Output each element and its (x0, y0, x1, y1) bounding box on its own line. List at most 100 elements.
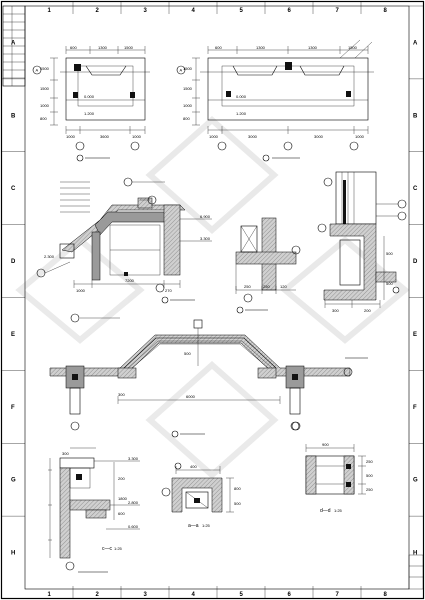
row-label-left: F (11, 405, 15, 411)
plan-right-dim-left-3: 1000 (183, 103, 193, 108)
plan-left-dim-left-4: 800 (40, 116, 47, 121)
section-a-dim-2: 800 (234, 486, 241, 491)
row-label-right: F (413, 405, 417, 411)
column-label-top: 2 (96, 8, 100, 14)
side-strip-right (408, 554, 424, 590)
row-label-left: G (11, 478, 16, 484)
plan-right-dim-left-1: 1500 (183, 66, 193, 71)
eave-dim-2: 1000 (76, 288, 86, 293)
plan-right-dim-top-2: 1300 (256, 45, 266, 50)
section-a-dim-1: 400 (190, 464, 197, 469)
section-c-dim-1: 300 (62, 451, 69, 456)
corner-dim-3: 500 (386, 281, 393, 286)
column-label-bottom: 8 (384, 592, 388, 598)
plan-left-axis: A (36, 68, 39, 73)
column-label-top: 7 (336, 8, 340, 14)
plan-left-dim-bottom-1: 1000 (66, 134, 76, 139)
section-a-caption: a—a (188, 523, 199, 529)
corner-dim-1: 300 (332, 308, 339, 313)
eave-elev-1: 6.900 (200, 214, 211, 219)
canopy-dim-1: 6000 (186, 394, 196, 399)
eave-elev-2: 3.300 (200, 236, 211, 241)
eave-dim-1: 7200 (125, 278, 135, 283)
row-label-right: C (413, 186, 418, 192)
section-c-dim-2: 200 (118, 476, 125, 481)
column-label-top: 3 (144, 8, 148, 14)
row-label-left: H (11, 551, 15, 557)
section-d-dim-2: 250 (366, 459, 373, 464)
plan-right-dim-bottom-3: 3000 (314, 134, 324, 139)
column-label-bottom: 5 (240, 592, 244, 598)
section-c-elev-2: 2.800 (128, 500, 139, 505)
plan-right-dim-top-3: 1300 (308, 45, 318, 50)
plan-right-elev-2: 1.200 (236, 111, 247, 116)
eave-dim-3: 270 (165, 288, 172, 293)
row-label-right: E (413, 332, 417, 338)
eave-section-detail: 7200 1000 270 6.900 3.300 2.300 (36, 177, 212, 304)
plan-left-elev-2: 1.200 (84, 111, 95, 116)
plan-left-dim-bottom-2: 3600 (100, 134, 110, 139)
column-label-bottom: 7 (336, 592, 340, 598)
row-label-left: B (11, 113, 16, 119)
plan-right-dim-top-1: 600 (215, 45, 222, 50)
column-label-top: 6 (288, 8, 292, 14)
plan-left-dim-left-3: 1000 (40, 103, 50, 108)
column-label-bottom: 1 (48, 592, 52, 598)
canopy-dim-2: 500 (184, 351, 191, 356)
plan-right-dim-bottom-1: 1000 (209, 134, 219, 139)
section-c-elev-1: 3.300 (128, 456, 139, 461)
row-label-right: G (413, 478, 418, 484)
row-label-right: A (413, 40, 418, 46)
section-c-dim-3: 1800 (118, 496, 128, 501)
plan-left-dim-top-1: 600 (70, 45, 77, 50)
section-d-caption: d—d (320, 508, 331, 514)
row-label-left: E (11, 332, 15, 338)
plan-left-dim-left-2: 1500 (40, 86, 50, 91)
column-labels-top: 1 2 3 4 5 6 7 8 (48, 1, 388, 14)
column-label-bottom: 2 (96, 592, 100, 598)
column-label-bottom: 4 (192, 592, 196, 598)
plan-right-elev-1: 0.000 (236, 94, 247, 99)
canopy-section-detail: 6000 500 300 (49, 313, 368, 438)
wall-joint-detail: 250 250 120 (235, 217, 301, 314)
plan-left-dim-top-2: 1300 (98, 45, 108, 50)
row-label-right: H (413, 551, 417, 557)
row-label-right: B (413, 113, 418, 119)
section-d-dim-4: 250 (366, 487, 373, 492)
wall-section-c-detail: 300 200 1800 600 3.300 2.800 0.600 c—c 1… (48, 447, 140, 573)
joint-dim-1: 250 (244, 284, 251, 289)
column-label-top: 4 (192, 8, 196, 14)
section-d-dim-1: 900 (322, 442, 329, 447)
row-label-left: A (11, 40, 16, 46)
plan-left-dim-bottom-3: 1000 (132, 134, 142, 139)
column-label-bottom: 6 (288, 592, 292, 598)
plan-right-axis: A (180, 68, 183, 73)
corner-section-detail: 300 500 500 200 (317, 171, 407, 313)
column-labels-bottom: 1 2 3 4 5 6 7 8 (48, 586, 388, 599)
plan-right-dim-left-4: 800 (183, 116, 190, 121)
column-label-top: 8 (384, 8, 388, 14)
plan-left-detail: 600 1300 1500 1500 1500 1000 800 0.000 1… (32, 45, 150, 162)
plan-left-dim-left-1: 1500 (40, 66, 50, 71)
row-labels-left: A B C D E F G H (1, 40, 25, 557)
row-label-left: D (11, 259, 16, 265)
row-labels-right: A B C D E F G H (409, 40, 424, 557)
section-d-dim-3: 500 (366, 473, 373, 478)
row-label-left: C (11, 186, 16, 192)
section-c-dim-4: 600 (118, 511, 125, 516)
joint-dim-3: 120 (280, 284, 287, 289)
canopy-dim-3: 300 (118, 392, 125, 397)
plan-right-detail: 600 1300 1300 1500 1500 1500 1000 800 0.… (176, 39, 374, 162)
column-label-top: 5 (240, 8, 244, 14)
column-label-bottom: 3 (144, 592, 148, 598)
column-label-top: 1 (48, 8, 52, 14)
section-d-detail: 900 250 500 250 d—d 1:25 (291, 421, 373, 514)
section-a-scale: 1:25 (202, 523, 211, 528)
plan-right-dim-bottom-2: 3000 (248, 134, 258, 139)
plan-right-dim-left-2: 1500 (183, 86, 193, 91)
section-a-dim-3: 500 (234, 501, 241, 506)
row-label-right: D (413, 259, 418, 265)
section-c-caption: c—c (102, 546, 113, 552)
eave-elev-3: 2.300 (44, 254, 55, 259)
plan-right-dim-bottom-4: 1000 (355, 134, 365, 139)
